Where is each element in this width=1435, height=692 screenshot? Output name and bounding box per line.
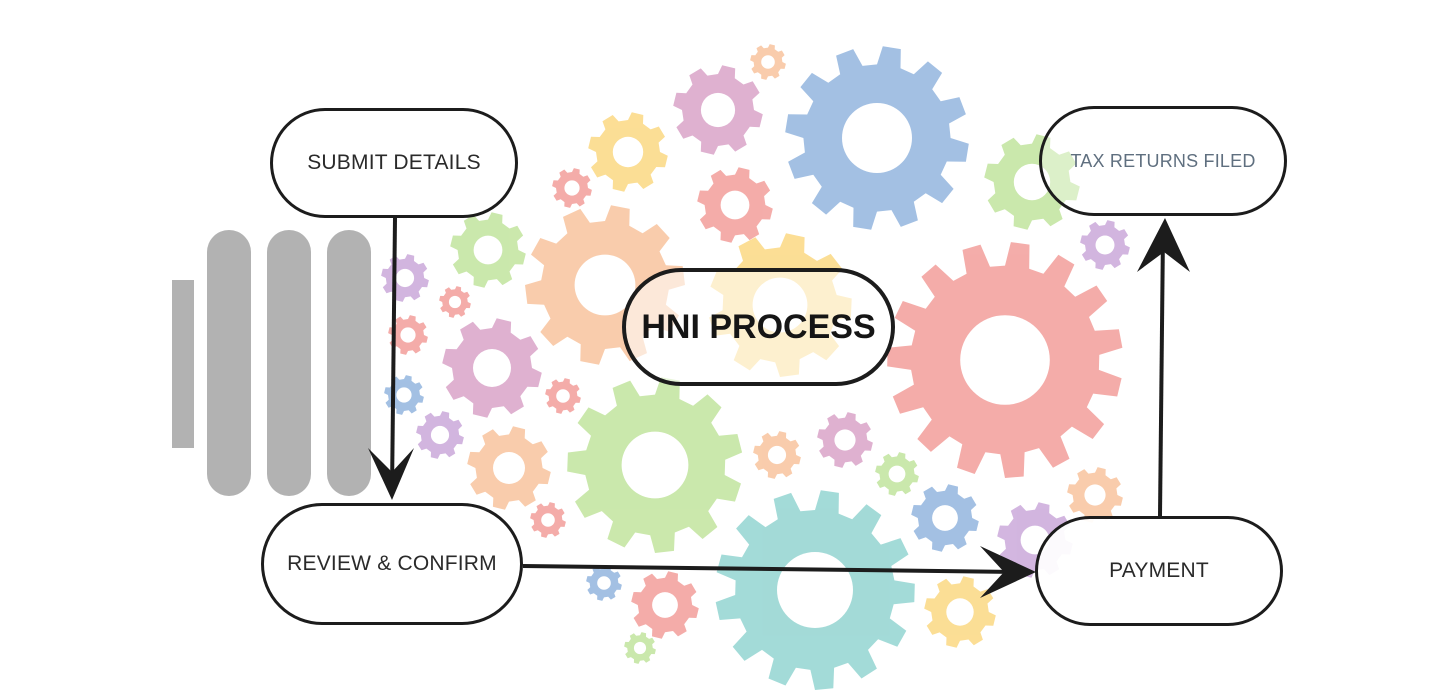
gear-hole — [834, 429, 856, 451]
gear-icon — [817, 412, 873, 468]
gear-hole — [396, 387, 412, 403]
gear-hole — [1084, 484, 1106, 506]
gear-hole — [541, 513, 555, 527]
gear-hole — [652, 592, 678, 618]
gear-icon — [924, 576, 996, 648]
gear-icon — [442, 318, 542, 418]
logo-mark — [172, 230, 371, 496]
gear-hole — [612, 136, 644, 168]
gear-hole — [564, 180, 580, 196]
gear-hole — [400, 327, 416, 343]
gear-icon — [545, 378, 581, 414]
process-title-node: HNI PROCESS — [622, 268, 895, 386]
step-review-label: REVIEW & CONFIRM — [287, 552, 497, 575]
gear-hole — [493, 452, 525, 484]
gear-icon — [439, 286, 471, 318]
gear-hole — [777, 552, 853, 628]
gear-hole — [700, 92, 736, 128]
gear-hole — [597, 576, 611, 590]
arrowhead-tax — [1137, 218, 1190, 272]
gear-hole — [842, 103, 912, 173]
gear-hole — [888, 465, 906, 483]
arrow-review-to-payment — [522, 564, 1021, 574]
gear-hole — [574, 254, 636, 316]
gear-icon — [588, 112, 668, 192]
arrowhead-payment — [980, 546, 1036, 598]
step-tax-label: TAX RETURNS FILED — [1070, 150, 1256, 171]
gear-icon — [624, 632, 656, 664]
gear-icon — [631, 571, 699, 639]
logo-bar — [207, 230, 251, 496]
gear-icon — [530, 502, 566, 538]
gear-icon — [1080, 220, 1130, 270]
gear-hole — [430, 425, 450, 445]
gear-icon — [416, 411, 464, 459]
gear-icon — [715, 490, 915, 690]
step-submit-label: SUBMIT DETAILS — [307, 151, 481, 174]
gear-icon — [552, 168, 592, 208]
gear-hole — [395, 268, 415, 288]
gear-icon — [673, 65, 763, 155]
step-payment-label: PAYMENT — [1109, 559, 1209, 582]
gear-hole — [621, 431, 689, 499]
process-title: HNI PROCESS — [641, 307, 876, 346]
gear-icon — [697, 167, 773, 243]
logo-bar — [172, 280, 194, 448]
gear-icon — [586, 565, 622, 601]
step-review-confirm: REVIEW & CONFIRM — [261, 503, 523, 625]
arrow-submit-to-review — [390, 217, 397, 493]
gear-icon — [388, 315, 428, 355]
gear-icon — [887, 242, 1123, 478]
step-submit-details: SUBMIT DETAILS — [270, 108, 518, 218]
step-payment: PAYMENT — [1035, 516, 1283, 626]
gear-hole — [633, 641, 647, 655]
logo-bar — [267, 230, 311, 496]
gear-icon — [381, 254, 429, 302]
step-tax-returns-filed: TAX RETURNS FILED — [1039, 106, 1287, 216]
flow-arrows — [368, 217, 1190, 598]
gear-icon — [384, 375, 424, 415]
gear-hole — [767, 445, 787, 465]
gear-hole — [932, 505, 958, 531]
gear-hole — [761, 55, 775, 69]
arrow-payment-to-tax — [1158, 231, 1165, 517]
gear-hole — [946, 598, 974, 626]
gear-icon — [567, 377, 743, 553]
gear-icon — [785, 46, 969, 230]
gear-hole — [960, 315, 1050, 405]
gear-hole — [1095, 235, 1115, 255]
gear-hole — [473, 349, 511, 387]
gear-icon — [911, 484, 979, 552]
gear-hole — [448, 295, 462, 309]
gear-icon — [467, 426, 551, 510]
gear-icon — [450, 212, 526, 288]
gear-icon — [875, 452, 919, 496]
logo-bar — [327, 230, 371, 496]
gear-icon — [753, 431, 801, 479]
arrowhead-review — [368, 448, 414, 500]
gear-icon — [750, 44, 786, 80]
gear-hole — [473, 235, 503, 265]
gear-hole — [556, 389, 570, 403]
gear-hole — [720, 190, 750, 220]
gear-icon — [1067, 467, 1123, 523]
